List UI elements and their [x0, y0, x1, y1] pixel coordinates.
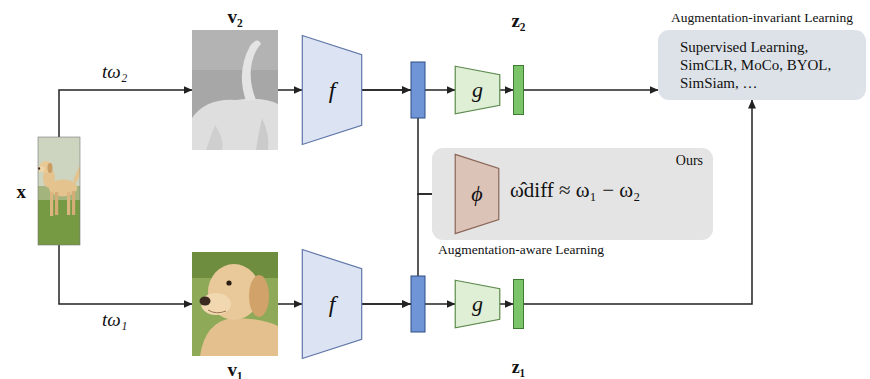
feature-bar: [411, 62, 425, 118]
function-label: ϕ: [471, 183, 482, 205]
trapezoid-outline: [455, 280, 500, 328]
arrow-head: [402, 300, 411, 308]
ours-panel: Oursω̂diff ≈ ω₁ − ω₂Augmentation-aware L…: [432, 148, 713, 240]
arrow-connector: [59, 90, 192, 137]
dog-crop-gray: [192, 30, 278, 150]
trapezoid-outline: [302, 250, 361, 359]
trapezoid-outline: [455, 66, 500, 114]
arrow-connector: [278, 303, 302, 305]
arrow-connector: [500, 89, 513, 91]
trapezoid-outline: [455, 154, 499, 233]
box-heading: Augmentation-aware Learning: [438, 243, 604, 258]
arrow-connector: [278, 89, 302, 91]
function-label: f: [329, 78, 336, 102]
arrow-connector: [500, 303, 513, 305]
projector-box: g: [455, 66, 500, 114]
embedding-bar: z₂: [513, 65, 524, 115]
function-label: g: [472, 79, 483, 101]
input-image: x: [38, 137, 80, 245]
predictor-box: ϕ: [455, 154, 499, 234]
view-image: v₁: [192, 252, 278, 356]
feature-bar: [411, 276, 425, 332]
formula: ω̂diff ≈ ω₁ − ω₂: [510, 178, 640, 203]
transform-label: tω₁: [100, 310, 129, 331]
vector-label: z₁: [512, 358, 525, 376]
vector-label: v₁: [227, 360, 242, 379]
box-heading: Augmentation-invariant Learning: [671, 11, 853, 26]
trapezoid-outline: [302, 36, 361, 145]
encoder-box: f: [302, 35, 362, 145]
vector-label: z₂: [511, 11, 525, 30]
box-heading: Ours: [676, 153, 703, 168]
dog-photo: [38, 137, 80, 245]
method-list: Supervised Learning, SimCLR, MoCo, BYOL,…: [658, 30, 866, 100]
encoder-box: f: [302, 249, 362, 359]
embedding-bar: z₁: [513, 279, 524, 329]
vector-label: v₂: [227, 7, 242, 26]
function-label: g: [472, 293, 483, 315]
projector-box: g: [455, 280, 500, 328]
function-label: f: [329, 292, 336, 316]
arrow-connector: [524, 89, 658, 91]
view-image: v₂: [192, 30, 278, 150]
arrow-head: [402, 86, 411, 94]
transform-label: tω₂: [100, 62, 129, 83]
arrow-connector: [59, 245, 192, 304]
method-box: Augmentation-invariant LearningSupervise…: [658, 30, 866, 100]
vector-label: x: [17, 182, 27, 201]
dog-crop-color: [192, 252, 278, 356]
